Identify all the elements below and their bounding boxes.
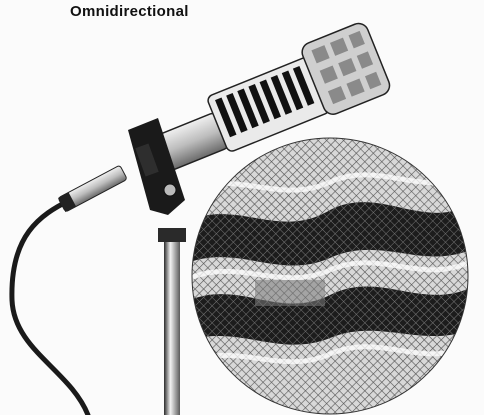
stand-pole bbox=[164, 235, 180, 415]
connector bbox=[58, 165, 127, 212]
cable bbox=[12, 200, 88, 415]
